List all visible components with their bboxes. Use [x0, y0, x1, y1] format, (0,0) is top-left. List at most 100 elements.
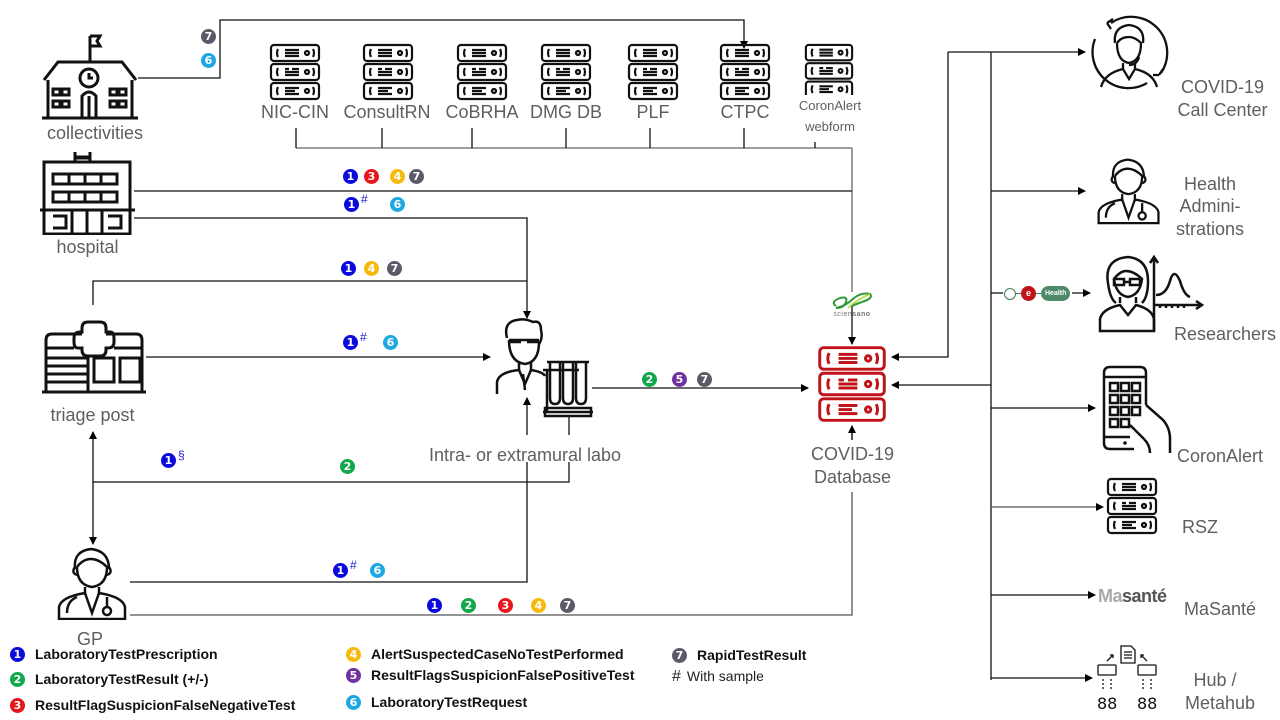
coronalert-webform-server-icon [804, 43, 854, 95]
flow-badge-gp-lab-1: 1 [333, 563, 348, 578]
legend-note-text: With sample [686, 668, 764, 684]
legend-item-6: 6 LaboratoryTestRequest [346, 694, 527, 710]
flow-badge-collectivities-ctpc-6: 6 [201, 53, 216, 68]
flow-annotation-mark: # [361, 192, 368, 206]
flow-gp-lab [130, 398, 527, 583]
sciensano-logo: sciensano [826, 292, 878, 322]
legend-badge-5: 5 [346, 667, 361, 683]
lab-label: Intra- or extramural labo [428, 445, 622, 465]
right-bus-outer [891, 52, 949, 361]
legend-label-3: ResultFlagSuspicionFalseNegativeTest [35, 697, 296, 713]
flow-triage-db [92, 280, 527, 305]
health-admin-label-line1: Health [1183, 174, 1237, 194]
covid-database-label-line1: COVID-19 [810, 444, 895, 464]
plf-server-icon [627, 43, 679, 101]
flow-badge-hospital-lab-1: 1 [344, 197, 359, 212]
school-building-icon [42, 34, 138, 120]
health-admin-label-line2: Admini- [1179, 196, 1241, 216]
researcher-chart-icon [1098, 254, 1205, 333]
flow-badge-hospital-lab-6: 6 [390, 197, 405, 212]
flow-hospital-lab [134, 217, 531, 319]
flow-badge-hospital-db-7: 7 [409, 169, 424, 184]
masante-logo-ma: Ma [1098, 586, 1123, 606]
flow-annotation-mark: # [350, 558, 357, 572]
legend-item-1: 1 LaboratoryTestPrescription [10, 646, 218, 662]
flow-badge-gp-db-3: 3 [498, 598, 513, 613]
legend-item-5: 5 ResultFlagsSuspicionFalsePositiveTest [346, 667, 634, 683]
triage-post-label: triage post [50, 405, 135, 425]
covid-database-label-line2: Database [813, 467, 892, 487]
flow-badge-triage-gp-prescription-1: 1 [161, 453, 176, 468]
legend-note-symbol: # [672, 668, 681, 685]
ehealth-health-badge: Health [1041, 286, 1071, 301]
flow-badge-lab-db-2: 2 [642, 372, 657, 387]
flow-badge-hospital-db-1: 1 [343, 169, 358, 184]
hub-label-line1: Hub / [1193, 670, 1237, 690]
masante-logo: Masanté [1098, 586, 1167, 607]
consultrn-server-icon [362, 43, 414, 101]
legend-label-5: ResultFlagsSuspicionFalsePositiveTest [371, 667, 635, 683]
ehealth-e-badge: e [1021, 286, 1036, 301]
ctpc-label: CTPC [720, 102, 770, 122]
collectivities-label: collectivities [46, 123, 144, 143]
hub-network-icon: 88 88 [1097, 645, 1157, 713]
coronalert-webform-label-line2: webform [805, 119, 855, 134]
call-center-node [1089, 13, 1169, 91]
legend-item-3: 3 ResultFlagSuspicionFalseNegativeTest [10, 697, 295, 713]
flow-badge-hospital-db-3: 3 [364, 169, 379, 184]
flow-badge-triage-db-7: 7 [387, 261, 402, 276]
call-center-agent-icon [1091, 15, 1169, 90]
flow-badge-lab-db-7: 7 [697, 372, 712, 387]
legend-item-2: 2 LaboratoryTestResult (+/-) [10, 671, 209, 687]
sciensano-text-a: scien [833, 311, 853, 318]
legend-badge-4: 4 [346, 646, 361, 662]
masante-logo-sante: santé [1122, 586, 1167, 606]
flow-badge-gp-db-1: 1 [427, 598, 442, 613]
flow-badge-triage-lab-1: 1 [343, 335, 358, 350]
health-admin-node [1095, 152, 1163, 228]
legend-note-with-sample: # With sample [672, 668, 764, 686]
hospital-node [40, 150, 135, 235]
call-center-label-line1: COVID-19 [1180, 77, 1265, 97]
collectivities-node [40, 32, 140, 122]
legend-badge-2: 2 [10, 671, 25, 687]
flow-badge-triage-db-4: 4 [364, 261, 379, 276]
gp-label: GP [76, 629, 103, 649]
plf-label: PLF [636, 102, 670, 122]
covid-database-server-icon [818, 346, 886, 422]
svg-text:88: 88 [1137, 694, 1157, 713]
dmg-db-label: DMG DB [530, 102, 602, 122]
sciensano-leaf-icon [832, 292, 872, 309]
flow-badge-gp-lab-6: 6 [370, 563, 385, 578]
triage-post-icon [42, 320, 146, 394]
legend-label-7: RapidTestResult [697, 647, 807, 663]
ehealth-ring-icon [1004, 287, 1016, 300]
flow-badge-gp-db-7: 7 [560, 598, 575, 613]
flow-badge-collectivities-ctpc-7: 7 [201, 29, 216, 44]
lab-node [495, 318, 595, 418]
legend-badge-1: 1 [10, 646, 25, 662]
flow-badge-lab-triage-gp-result-2: 2 [340, 459, 355, 474]
flow-badge-triage-db-1: 1 [341, 261, 356, 276]
rsz-label: RSZ [1182, 517, 1218, 537]
hospital-label: hospital [56, 237, 119, 257]
legend-label-6: LaboratoryTestRequest [371, 694, 528, 710]
coronalert-node [1100, 365, 1175, 453]
researchers-label: Researchers [1173, 324, 1277, 344]
coronalert-label: CoronAlert [1176, 446, 1264, 466]
coronalert-webform-label-line1: CoronAlert [798, 98, 862, 113]
svg-text:88: 88 [1097, 694, 1117, 713]
dmg-db-server-icon [540, 43, 592, 101]
legend-label-4: AlertSuspectedCaseNoTestPerformed [371, 646, 624, 662]
flow-badge-hospital-db-4: 4 [390, 169, 405, 184]
gp-node [55, 545, 130, 620]
flow-annotation-mark: § [178, 448, 185, 462]
flow-lab-triage-gp [93, 415, 570, 483]
flow-badge-gp-db-2: 2 [461, 598, 476, 613]
legend-label-2: LaboratoryTestResult (+/-) [35, 671, 209, 687]
hospital-building-icon [40, 152, 135, 235]
cobrha-server-icon [456, 43, 508, 101]
cobrha-label: CoBRHA [445, 102, 519, 122]
legend-item-4: 4 AlertSuspectedCaseNoTestPerformed [346, 646, 624, 662]
